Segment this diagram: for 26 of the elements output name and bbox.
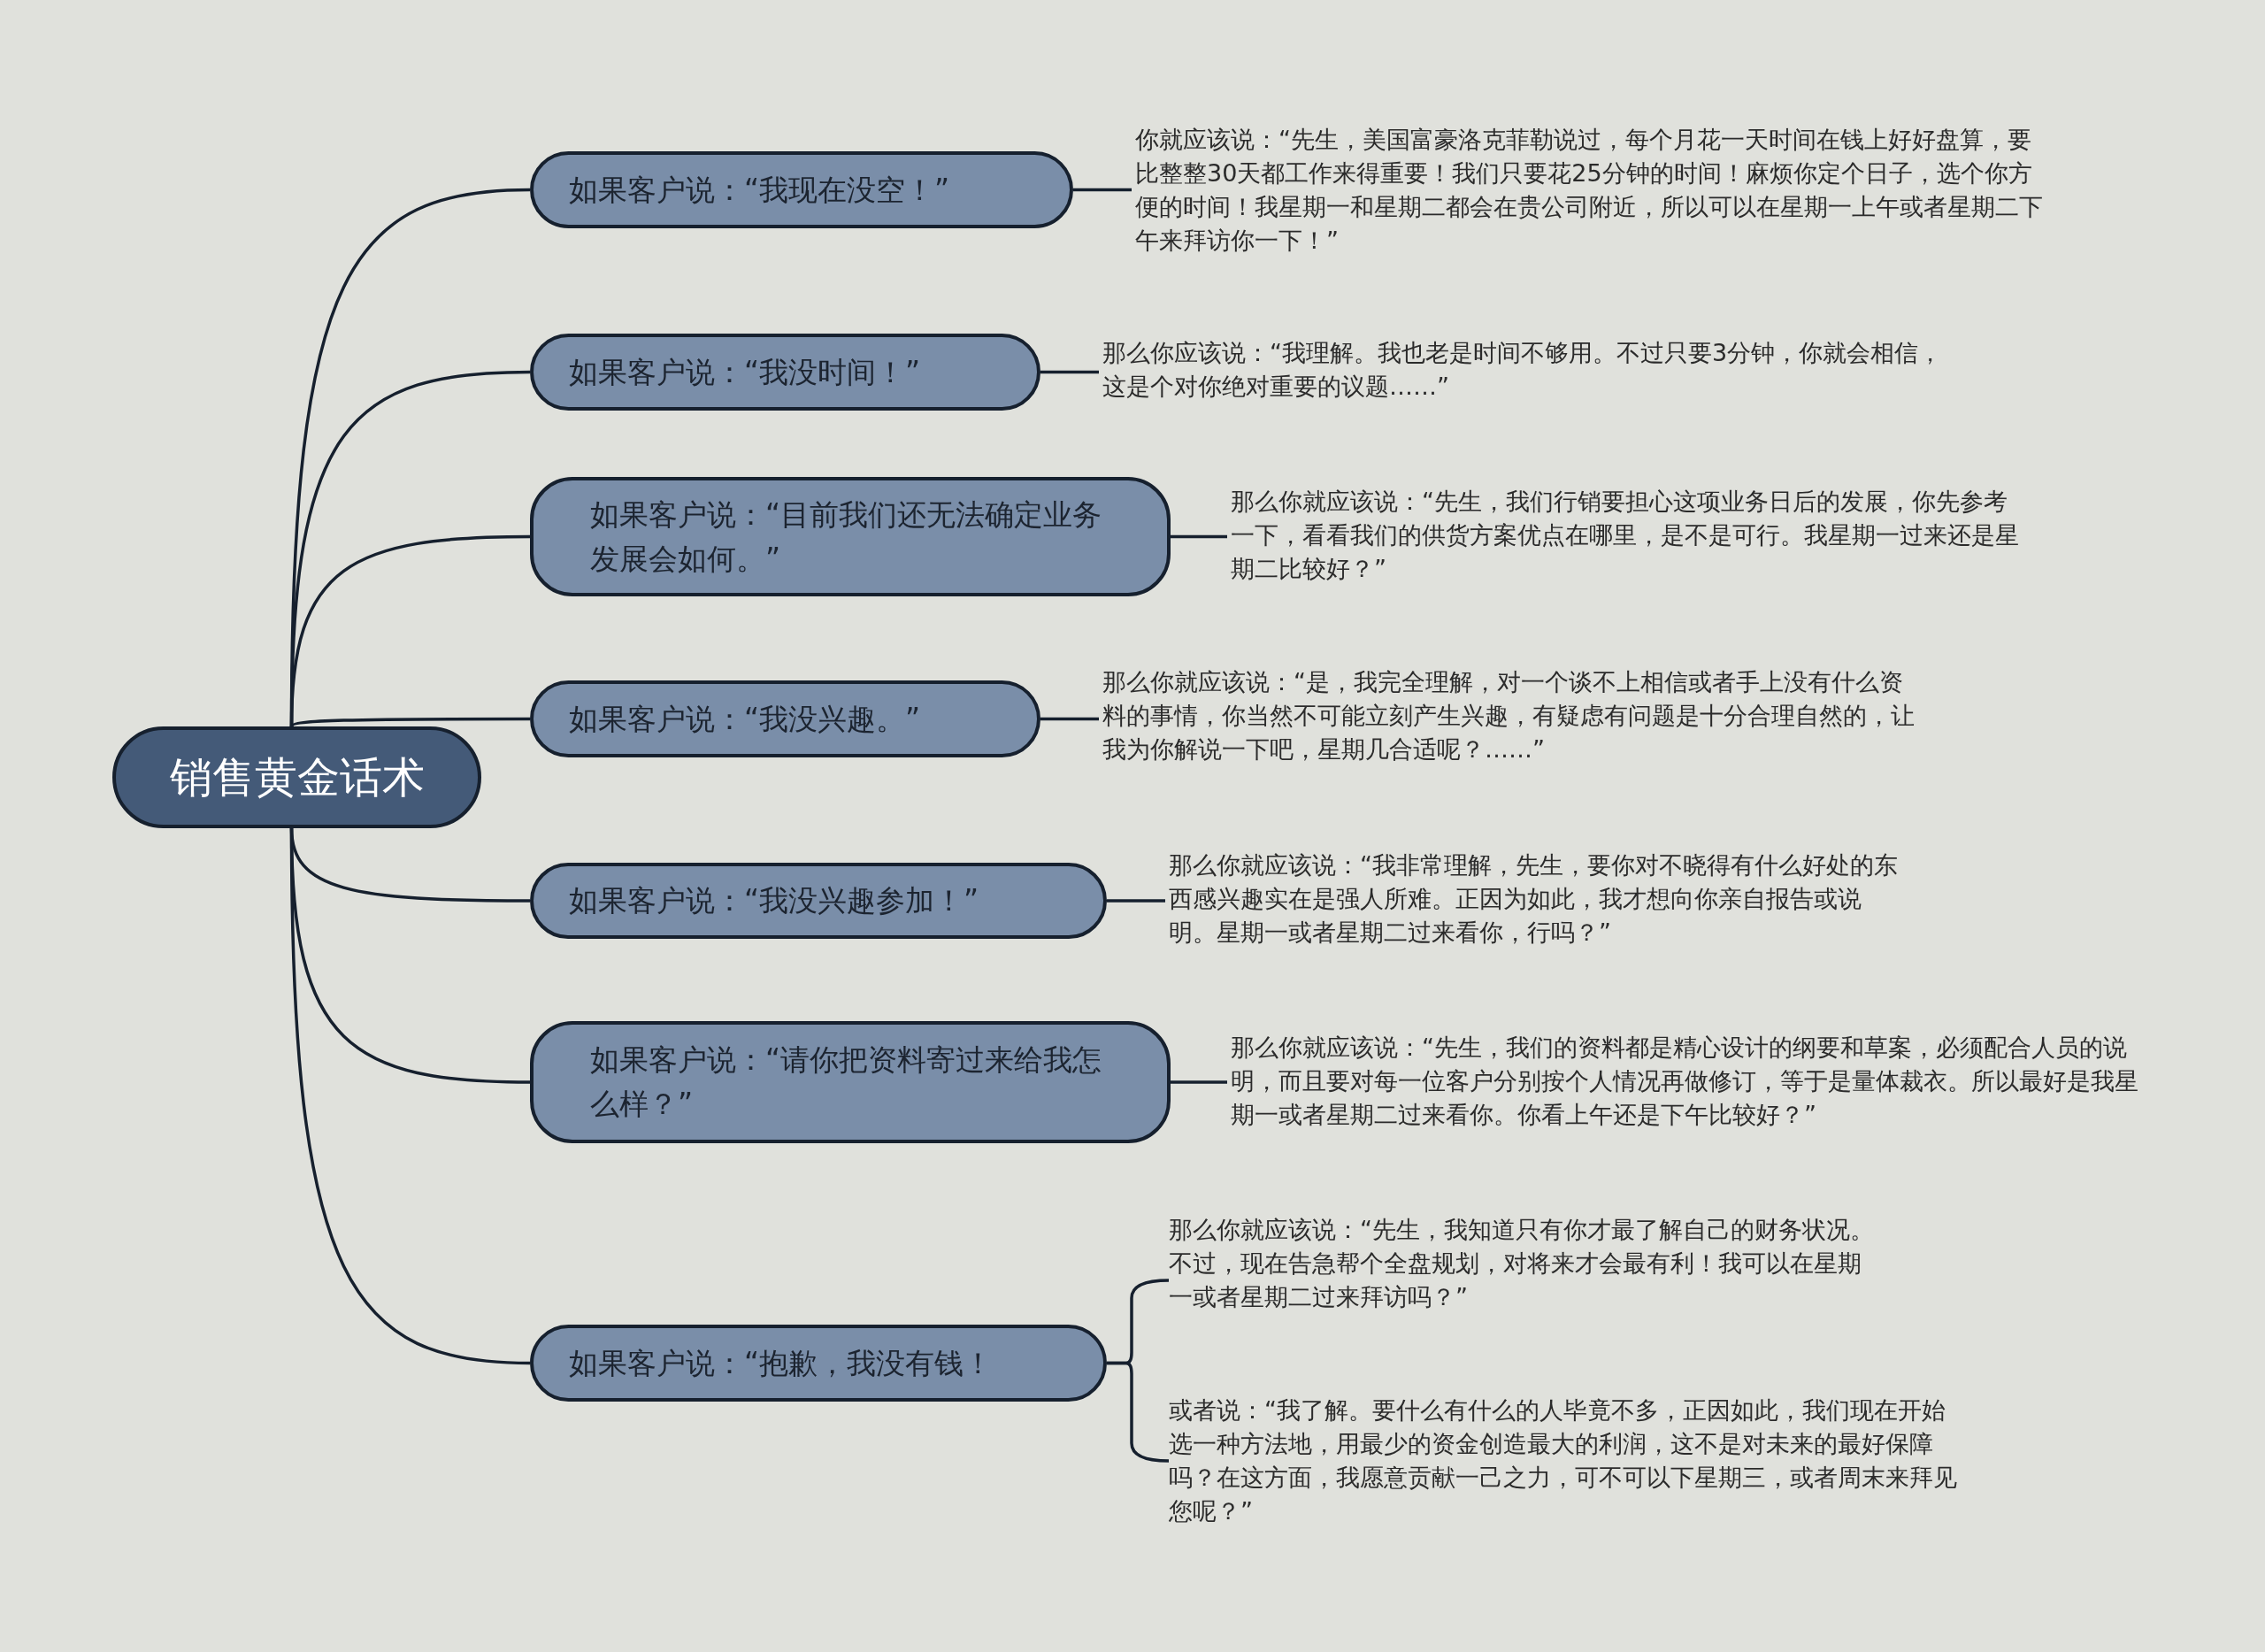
topic-box: 销售黄金话术 <box>112 726 481 828</box>
branch-box: 如果客户说：“抱歉，我没有钱！ <box>530 1325 1107 1402</box>
branch-box: 如果客户说：“目前我们还无法确定业务发展会如何。” <box>530 477 1171 596</box>
reply-text: 那么你就应该说：“是，我完全理解，对一个谈不上相信或者手上没有什么资料的事情，你当然不可能立刻产生兴趣，有疑虑有问题是十分合理自然的，让我为你解说一下吧，星期几合适呢？……” <box>1102 665 1916 766</box>
branch-box: 如果客户说：“我没兴趣参加！” <box>530 863 1107 939</box>
connector-line <box>1171 1080 1227 1084</box>
branch-box: 如果客户说：“我没兴趣。” <box>530 680 1040 757</box>
reply-text: 那么你就应该说：“先生，我们行销要担心这项业务日后的发展，你先参考一下，看看我们的供货方案优点在哪里，是不是可行。我星期一过来还是星期二比较好？” <box>1231 485 2027 586</box>
connector-line <box>1171 534 1227 539</box>
reply-text: 那么你就应该说：“先生，我知道只有你才最了解自己的财务状况。不过，现在告急帮个全盘规划，对将来才会最有利！我可以在星期一或者星期二过来拜访吗？” <box>1169 1213 1877 1314</box>
branch-box: 如果客户说：“我没时间！” <box>530 334 1040 411</box>
connector-line <box>1040 717 1099 721</box>
connector-line <box>290 717 530 728</box>
branch-box: 如果客户说：“请你把资料寄过来给我怎么样？” <box>530 1021 1171 1143</box>
reply-text: 那么你应该说：“我理解。我也老是时间不够用。不过只要3分钟，你就会相信，这是个对你绝对重要的议题……” <box>1102 336 1952 403</box>
reply-text: 那么你就应该说：“先生，我们的资料都是精心设计的纲要和草案，必须配合人员的说明，而且要对每一位客户分别按个人情况再做修订，等于是量体裁衣。所以最好是我星期一或者星期二过来看你。你看上午还是下午比较好？” <box>1231 1031 2155 1132</box>
connector-line <box>289 827 531 1365</box>
reply-text: 你就应该说：“先生，美国富豪洛克菲勒说过，每个月花一天时间在钱上好好盘算，要比整整30天都工作来得重要！我们只要花25分钟的时间！麻烦你定个日子，选个你方便的时间！我星期一和星期二都会在贵公司附近，所以可以在星期一上午或者星期二下午来拜访你一下！” <box>1135 123 2046 257</box>
connector-line <box>1073 188 1132 192</box>
reply-text: 或者说：“我了解。要什么有什么的人毕竟不多，正因如此，我们现在开始选一种方法地，用最少的资金创造最大的利润，这不是对未来的最好保障吗？在这方面，我愿意贡献一己之力，可不可以下星期三，或者周末来拜见您呢？” <box>1169 1394 1965 1528</box>
connector-line <box>1107 899 1165 903</box>
reply-text: 那么你就应该说：“我非常理解，先生，要你对不晓得有什么好处的东西感兴趣实在是强人所难。正因为如此，我才想向你亲自报告或说明。星期一或者星期二过来看你，行吗？” <box>1169 849 1903 949</box>
connector-line <box>1040 370 1099 374</box>
branch-box: 如果客户说：“我现在没空！” <box>530 151 1073 228</box>
connector-line <box>289 534 531 727</box>
connector-line <box>1107 1361 1170 1463</box>
